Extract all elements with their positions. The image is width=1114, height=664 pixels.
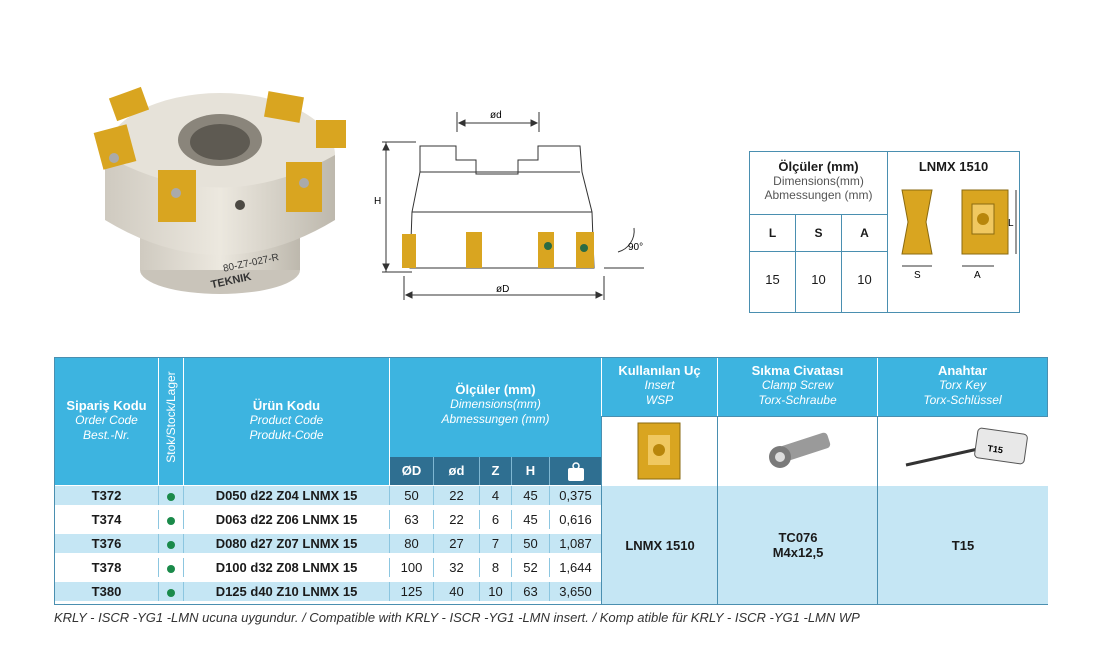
- insert-dimensions-box: Ölçüler (mm) Dimensions(mm) Abmessungen …: [749, 151, 1020, 313]
- height-label: H: [374, 196, 381, 207]
- stock-dot-icon: [167, 492, 175, 501]
- dims-box-subtitle-de: Abmessungen (mm): [764, 188, 873, 202]
- order-code-header: Sipariş Kodu Order Code Best.-Nr.: [55, 358, 158, 485]
- product-table: Sipariş Kodu Order Code Best.-Nr. Stok/S…: [54, 357, 1048, 605]
- table-row: T380 D125 d40 Z10 LNMX 15 125 40 10 63 3…: [55, 582, 601, 601]
- stock-dot-icon: [167, 540, 175, 549]
- col-s-header: S: [796, 215, 841, 252]
- key-value: T15: [877, 486, 1048, 604]
- big-diameter-label: øD: [496, 284, 509, 295]
- stock-dot-icon: [167, 516, 175, 525]
- screw-icon: [769, 432, 831, 468]
- small-diameter-label: ød: [490, 110, 502, 121]
- insert-s-label: S: [914, 270, 921, 281]
- l-value: 15: [765, 272, 780, 287]
- col-h: H: [512, 457, 550, 485]
- dims-box-subtitle-en: Dimensions(mm): [773, 174, 864, 188]
- screw-value: TC076 M4x12,5: [717, 486, 878, 604]
- insert-icon: [637, 422, 681, 480]
- screw-image-cell: [717, 416, 878, 486]
- insert-a-label: A: [974, 270, 981, 281]
- milling-cutter-photo: TEKNIK 80-Z7-027-R: [93, 86, 346, 294]
- torx-key-header: Anahtar Torx Key Torx-Schlüssel: [878, 358, 1047, 416]
- key-image-cell: T15: [877, 416, 1048, 486]
- col-weight: [550, 457, 601, 485]
- weight-icon: [567, 461, 584, 481]
- table-row: T372 D050 d22 Z04 LNMX 15 50 22 4 45 0,3…: [55, 486, 601, 505]
- key-label: T15: [987, 443, 1004, 455]
- s-value: 10: [811, 272, 826, 287]
- table-row: T374 D063 d22 Z06 LNMX 15 63 22 6 45 0,6…: [55, 510, 601, 529]
- col-od-big: ØD: [390, 457, 434, 485]
- compatibility-note: KRLY - ISCR -YG1 -LMN ucuna uygundur. / …: [54, 610, 860, 625]
- angle-label: 90°: [628, 242, 643, 253]
- insert-value: LNMX 1510: [601, 486, 718, 604]
- stock-dot-icon: [167, 564, 175, 573]
- dimensions-header: Ölçüler (mm) Dimensions(mm) Abmessungen …: [390, 358, 601, 457]
- col-l-header: L: [750, 215, 795, 252]
- col-z: Z: [480, 457, 512, 485]
- insert-image-cell: [601, 416, 718, 486]
- stock-header: Stok/Stock/Lager: [159, 358, 183, 485]
- a-value: 10: [857, 272, 872, 287]
- dims-box-title: Ölçüler (mm): [778, 159, 859, 174]
- table-row: T378 D100 d32 Z08 LNMX 15 100 32 8 52 1,…: [55, 558, 601, 577]
- insert-type-title: LNMX 1510: [918, 159, 989, 174]
- col-a-header: A: [842, 215, 887, 252]
- table-row: T376 D080 d27 Z07 LNMX 15 80 27 7 50 1,0…: [55, 534, 601, 553]
- insert-l-label: L: [1008, 218, 1014, 229]
- insert-drawing: S A L: [901, 189, 1017, 281]
- col-od-small: ød: [434, 457, 480, 485]
- product-code-header: Ürün Kodu Product Code Produkt-Code: [184, 358, 389, 485]
- clamp-screw-header: Sıkma Civatası Clamp Screw Torx-Schraube: [718, 358, 877, 416]
- insert-header: Kullanılan Uç Insert WSP: [602, 358, 717, 416]
- technical-drawing: ød H øD 90°: [374, 110, 644, 300]
- stock-dot-icon: [167, 588, 175, 597]
- torx-key-icon: T15: [905, 427, 1028, 467]
